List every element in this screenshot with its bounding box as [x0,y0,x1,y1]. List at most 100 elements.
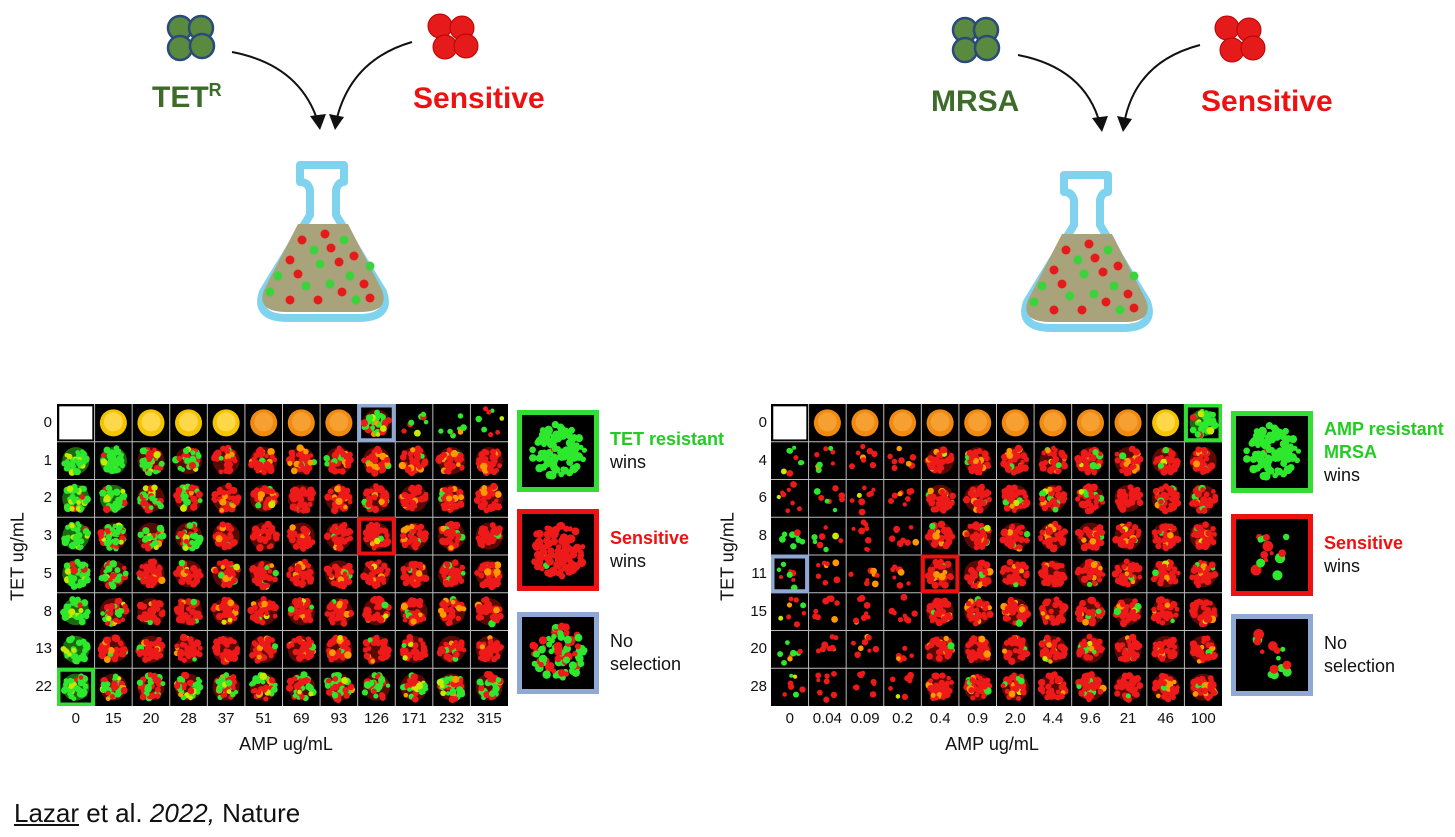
legend-swatch [1231,411,1313,493]
legend-swatch [1231,614,1313,696]
plate-well [361,483,390,514]
plate-well [212,521,240,551]
plate-well [247,596,279,626]
plate-well [211,635,241,665]
plate-well [962,521,992,551]
legend-label-rest: wins [1324,556,1361,576]
plate-well [398,445,429,477]
x-tick-label: 21 [1119,710,1137,727]
plate-well [287,522,316,552]
plate-well [1001,484,1031,514]
plate-well [175,409,203,437]
plate-well [782,673,806,698]
plate-well [812,595,840,623]
y-tick-label: 6 [758,489,767,507]
sensitive-bacteria-cluster-icon [1214,15,1266,63]
plate-well [286,635,317,663]
plate-well [172,446,203,475]
plate-well [438,413,467,439]
plate-well [401,411,429,437]
plate-well [324,598,355,627]
plate-well [962,483,992,514]
plate-well [1075,483,1106,515]
plate-well [853,594,871,625]
plate-well [1037,671,1069,701]
x-tick-label: 93 [330,710,348,727]
plate-well [815,670,838,703]
plate-well [324,671,356,703]
plate-well [776,561,798,592]
plate-well [776,481,802,514]
plate-well [851,409,879,437]
plate-well [1114,445,1144,477]
y-tick-label: 8 [43,602,52,620]
plate-well [1152,409,1180,437]
flask-icon [1021,171,1153,332]
plate-well [174,671,204,701]
plate-well [399,634,429,663]
right-plate-grid [771,404,1222,706]
plate-well [285,444,318,475]
x-tick-label: 0 [785,710,794,727]
plate-well [888,525,920,547]
plate-well [325,409,353,437]
plate-well [813,409,841,437]
plate-well [438,559,466,588]
x-tick-label: 0.09 [850,710,880,727]
plate-well [1074,596,1106,627]
x-tick-label: 9.6 [1080,710,1101,727]
x-tick-label: 171 [401,710,427,727]
plate-well [1114,409,1142,437]
plate-well [888,671,914,701]
plate-well [1189,635,1218,664]
plate-well [850,633,880,658]
highlight-box [920,554,960,594]
plate-well [1038,445,1068,475]
plate-well [1189,559,1219,589]
left-y-axis-title: TET ug/mL [7,512,28,601]
plate-well [361,672,391,701]
plate-well [287,409,315,437]
plate-well [173,633,203,663]
plate-well [1114,672,1144,703]
x-tick-label: 100 [1190,710,1216,727]
plate-well [99,484,128,514]
plate-well [324,484,353,515]
y-tick-label: 22 [35,678,52,696]
resistant-bacteria-cluster-icon [166,14,216,62]
plate-well [99,597,130,627]
plate-well [814,445,836,474]
legend-label-bold: Sensitive [1324,533,1404,553]
plate-well [1074,522,1106,552]
plate-well [212,672,240,701]
plate-well [475,406,505,438]
left-strain-diagram [166,13,479,322]
y-tick-label: 20 [750,640,767,658]
y-tick-label: 3 [43,527,52,545]
plate-well [99,673,128,702]
plate-well [249,672,278,702]
citation-author: Lazar [14,798,80,828]
y-tick-label: 4 [758,451,767,469]
plate-well [1001,634,1031,665]
plate-well [1114,633,1143,663]
plate-well [811,525,844,553]
plate-well [362,521,392,551]
arrow-icon [1017,44,1201,125]
plate-well [250,484,279,512]
plate-well [249,560,279,591]
flask-icon [257,161,389,322]
resistant-bacteria-cluster-icon [951,16,1001,64]
plate-well [287,597,315,626]
x-tick-label: 0 [71,710,80,727]
plate-well [136,672,166,702]
citation-journal: Nature [214,798,301,828]
plate-well [999,558,1030,588]
plate-well [1038,634,1069,664]
x-tick-label: 0.9 [967,710,989,727]
plate-well [773,406,807,440]
x-tick-label: 0.4 [929,710,951,727]
plate-well [137,522,167,552]
plate-well [436,635,467,663]
